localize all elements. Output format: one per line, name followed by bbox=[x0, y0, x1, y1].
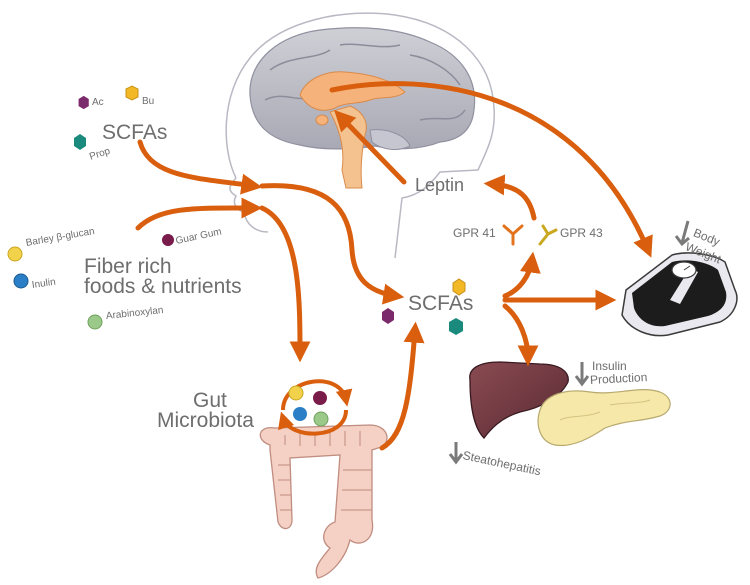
gut-ball-green bbox=[313, 411, 329, 427]
arrow-junction-to-center-scfas bbox=[259, 183, 405, 305]
arrow-brain-to-scale bbox=[329, 81, 653, 258]
acetate-label: Ac bbox=[92, 97, 104, 108]
insulin-label-line1: Insulin bbox=[592, 359, 627, 373]
gut-label-line1: Gut bbox=[193, 389, 227, 412]
gut-ball-yellow bbox=[288, 385, 304, 401]
acetate-hexagon bbox=[78, 95, 89, 110]
insulin-down-arrow bbox=[574, 362, 590, 387]
insulin-label-line2: Production bbox=[589, 370, 648, 387]
head-silhouette bbox=[225, 12, 495, 259]
gut-cycle-arrow-bottom bbox=[278, 409, 348, 436]
pancreas-illustration bbox=[537, 389, 671, 447]
gut-cycle-arrow-top bbox=[281, 379, 353, 411]
arrow-scfas-to-liver bbox=[502, 303, 539, 367]
leptin-label: Leptin bbox=[415, 175, 465, 195]
barley-ball bbox=[7, 246, 23, 262]
inulin-ball bbox=[13, 273, 29, 289]
acetate-hexagon-center bbox=[382, 308, 394, 324]
colon-illustration bbox=[259, 424, 388, 579]
arrow-colon-to-center-scfas bbox=[379, 321, 425, 451]
gpr43-label: GPR 43 bbox=[560, 226, 603, 240]
arrow-top-scfas-to-junction bbox=[137, 139, 263, 195]
gpr43-receptor-icon bbox=[538, 224, 558, 246]
gut-ball-blue bbox=[293, 407, 307, 421]
fiber-label-line2: foods & nutrients bbox=[84, 275, 242, 298]
gut-ball-purple bbox=[313, 391, 327, 405]
arabinoxylan-ball bbox=[87, 314, 103, 330]
butyrate-label: Bu bbox=[142, 96, 155, 107]
arrow-fiber-to-junction bbox=[135, 197, 263, 231]
propionate-hexagon-center bbox=[449, 318, 463, 335]
arrow-junction-to-gut bbox=[259, 205, 311, 363]
arrow-leptin-to-brain bbox=[334, 109, 407, 185]
propionate-hexagon bbox=[74, 134, 86, 150]
arrow-receptors-to-leptin bbox=[483, 174, 537, 221]
arrow-scfas-to-receptors bbox=[502, 251, 541, 299]
body-weight-down-arrow bbox=[674, 220, 690, 247]
brain-illustration bbox=[249, 27, 476, 189]
guar-ball bbox=[162, 234, 174, 246]
gut-label-line2: Microbiota bbox=[157, 409, 254, 432]
gpr41-receptor-icon bbox=[502, 224, 524, 246]
scale-illustration bbox=[621, 252, 738, 337]
top-scfas-label: SCFAs bbox=[102, 121, 168, 144]
butyrate-hexagon-center bbox=[452, 278, 466, 296]
center-scfas-label: SCFAs bbox=[408, 292, 474, 315]
fiber-label-line1: Fiber rich bbox=[84, 255, 172, 278]
gpr41-label: GPR 41 bbox=[453, 226, 496, 240]
butyrate-hexagon bbox=[125, 85, 139, 101]
steato-down-arrow bbox=[448, 442, 464, 465]
